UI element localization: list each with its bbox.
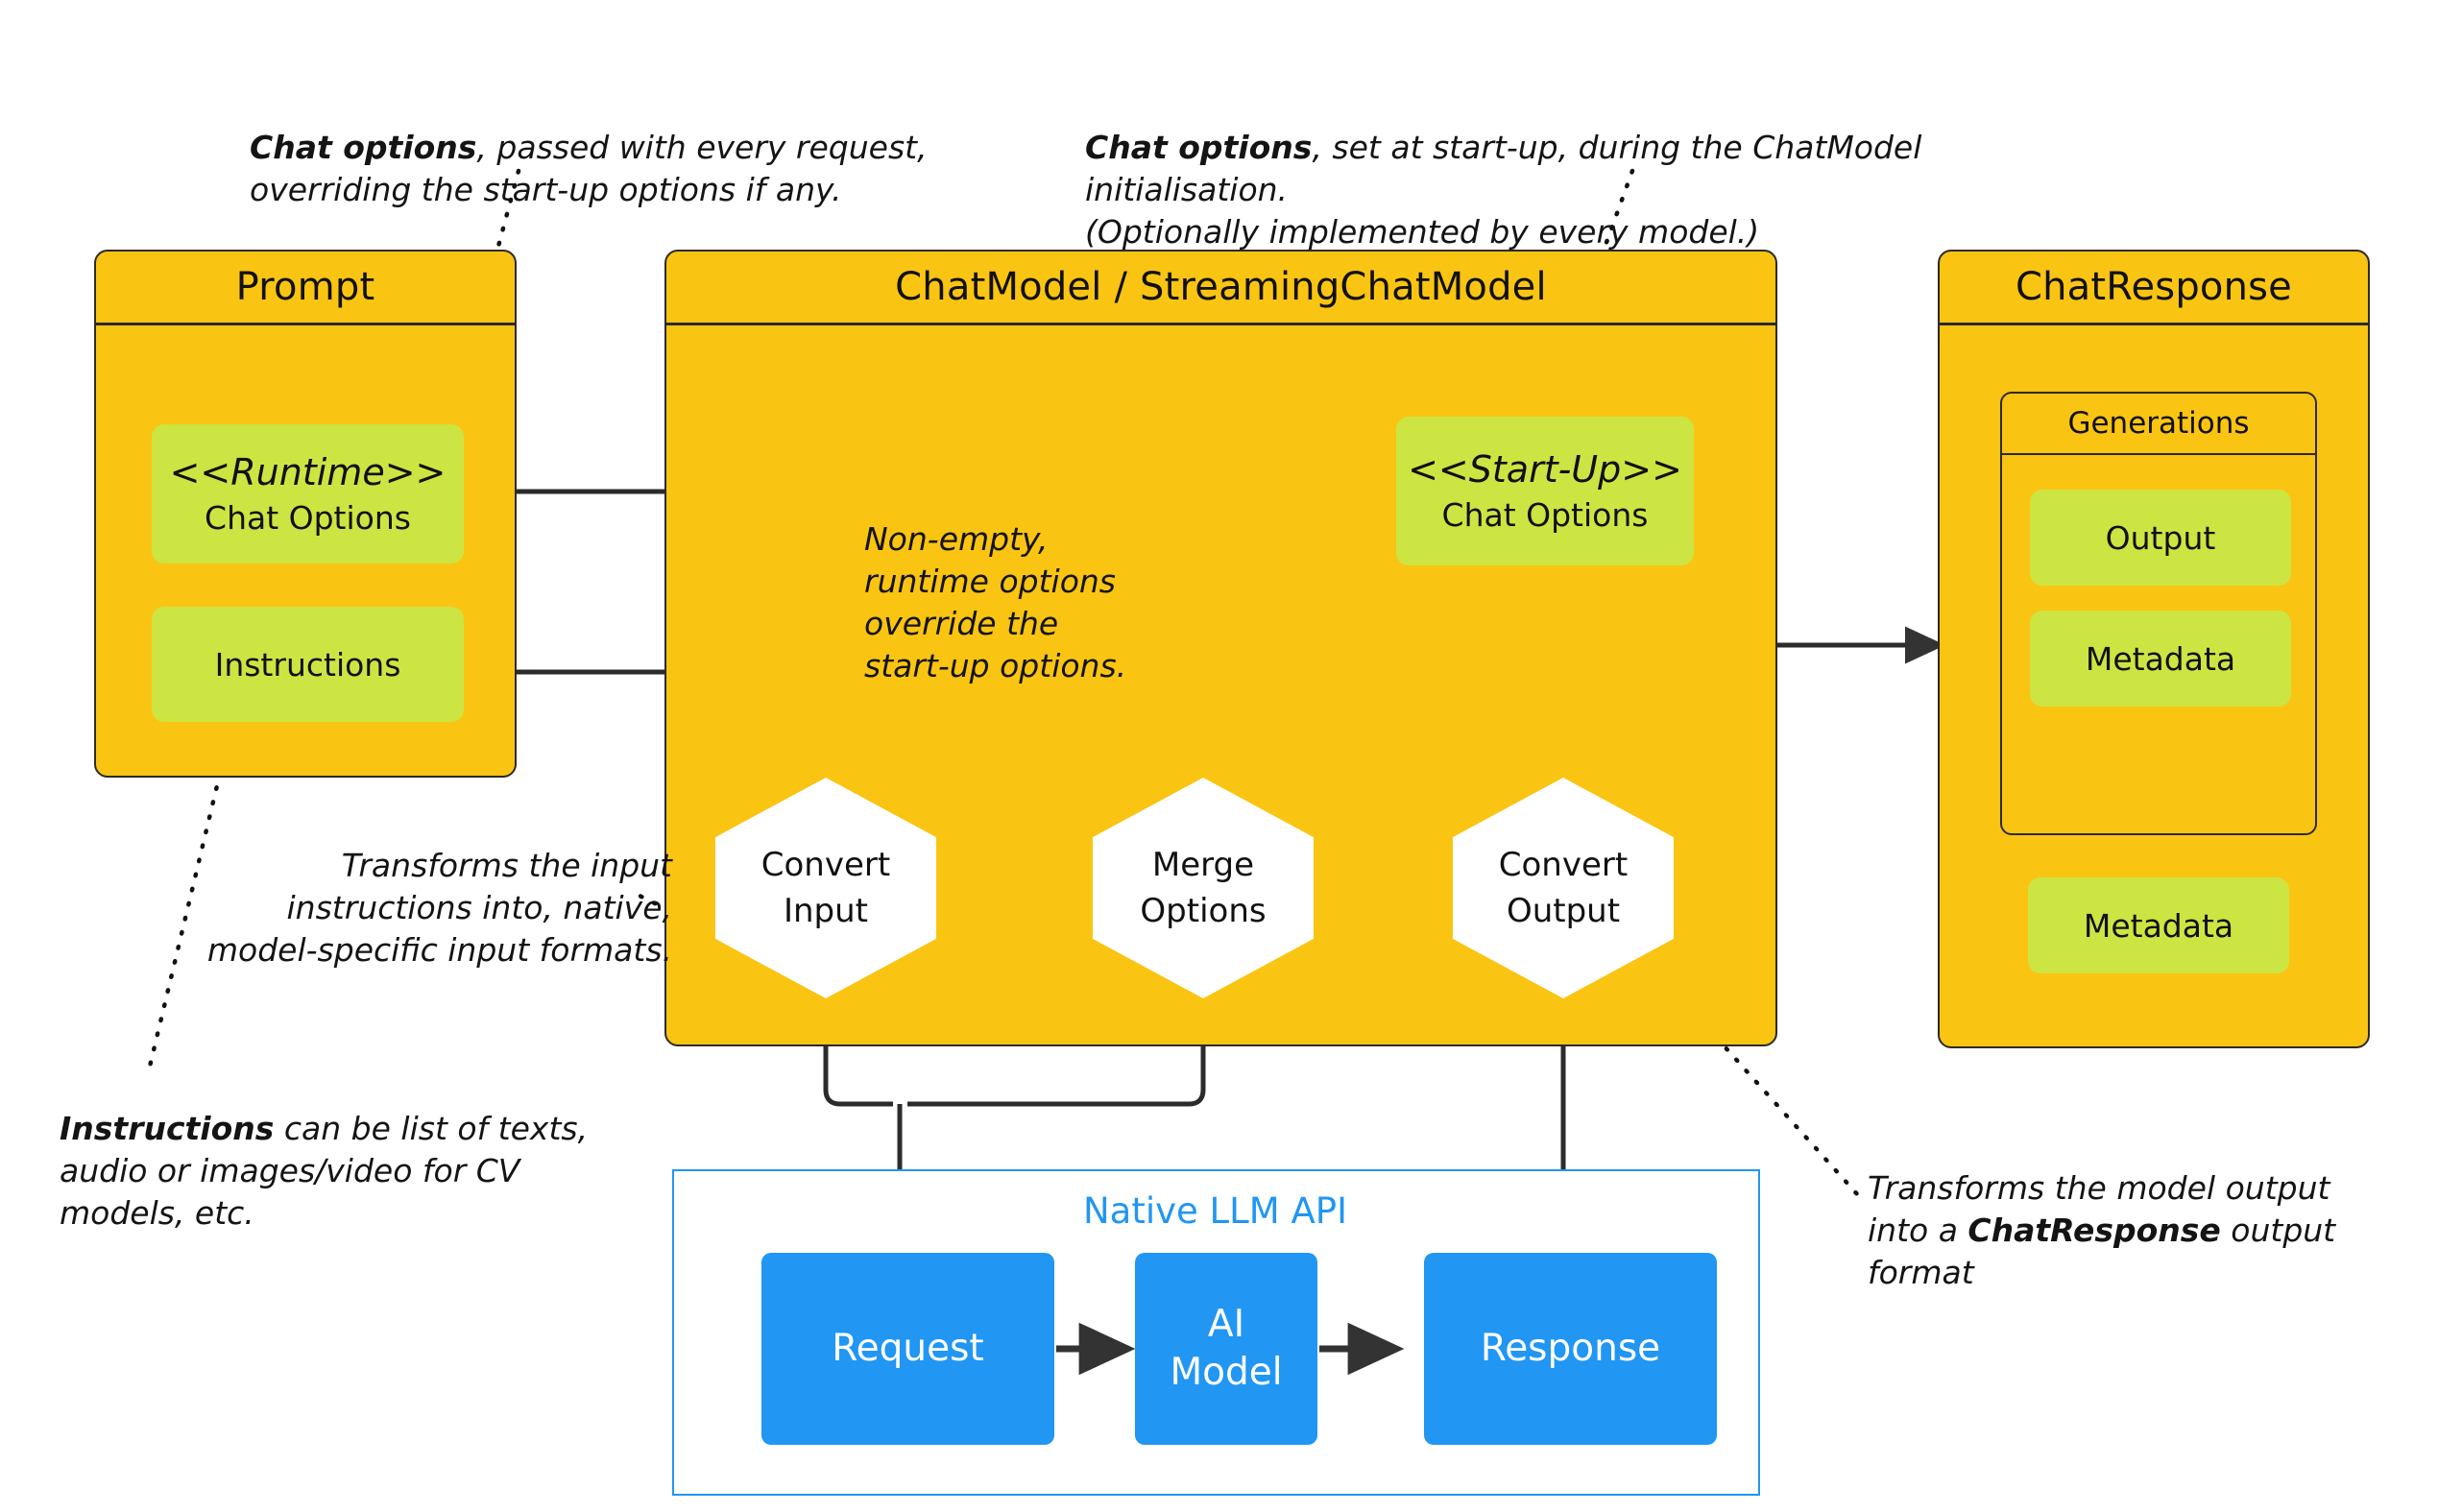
chatmodel-title: ChatModel / StreamingChatModel (895, 265, 1547, 309)
chatresponse-card[interactable]: ChatResponse Generations Output Metadata… (1938, 250, 2370, 1048)
startup-note-rest: , set at start-up, during the ChatModel … (1085, 128, 1922, 251)
chatresponse-metadata-label: Metadata (2083, 906, 2234, 945)
generations-title: Generations (2067, 406, 2250, 441)
instructions-note-rest: can be list of texts, audio or images/vi… (60, 1109, 589, 1232)
runtime-chat-options-note: Chat options, passed with every request,… (250, 84, 941, 211)
runtime-chip-label: Chat Options (205, 499, 411, 537)
runtime-chat-options-chip[interactable]: <<Runtime>> Chat Options (152, 424, 464, 564)
response-box[interactable]: Response (1424, 1253, 1717, 1445)
merge-options-note: Non-empty, runtime options override the … (864, 520, 1127, 684)
startup-note-bold: Chat options (1085, 128, 1313, 166)
generations-output-label: Output (2105, 518, 2216, 557)
chatresponse-title: ChatResponse (2016, 265, 2292, 309)
instructions-note: Instructions can be list of texts, audio… (60, 1066, 597, 1235)
instructions-note-bold: Instructions (60, 1109, 275, 1147)
convert-input-label: Convert Input (760, 845, 891, 930)
startup-stereotype: <<Start-Up>> (1408, 448, 1682, 491)
convert-output-note-pre: Transforms the model output into a (1868, 1168, 2330, 1249)
runtime-note-rest: , passed with every request, overriding … (250, 128, 928, 208)
instructions-chip-label: Instructions (214, 645, 401, 684)
convert-output-note: Transforms the model output into a ChatR… (1868, 1125, 2386, 1294)
instructions-chip[interactable]: Instructions (152, 607, 464, 722)
generations-header: Generations (2002, 394, 2315, 455)
request-box[interactable]: Request (761, 1253, 1054, 1445)
native-llm-api-title: Native LLM API (1083, 1190, 1348, 1232)
merge-options-hexagon[interactable]: Merge Options (1093, 778, 1314, 998)
convert-input-note: Transforms the input instructions into, … (206, 847, 672, 969)
ai-model-box[interactable]: AI Model (1135, 1253, 1317, 1445)
generations-output-chip[interactable]: Output (2030, 490, 2291, 586)
runtime-note-bold: Chat options (250, 128, 477, 166)
convert-output-note-post: output format (1868, 1211, 2336, 1291)
convert-input-hexagon[interactable]: Convert Input (715, 778, 936, 998)
generations-metadata-label: Metadata (2085, 639, 2236, 678)
merge-options-label: Merge Options (1140, 845, 1267, 930)
chatresponse-card-header: ChatResponse (1940, 252, 2368, 325)
startup-chat-options-chip[interactable]: <<Start-Up>> Chat Options (1396, 417, 1694, 565)
prompt-card[interactable]: Prompt <<Runtime>> Chat Options Instruct… (94, 250, 517, 778)
startup-chat-options-note: Chat options, set at start-up, during th… (1085, 84, 2112, 253)
chatmodel-card-header: ChatModel / StreamingChatModel (666, 252, 1775, 325)
convert-output-note-bold: ChatResponse (1967, 1211, 2221, 1249)
convert-output-hexagon[interactable]: Convert Output (1453, 778, 1674, 998)
runtime-stereotype: <<Runtime>> (169, 451, 447, 493)
convert-output-label: Convert Output (1498, 845, 1629, 930)
startup-chip-label: Chat Options (1441, 496, 1649, 534)
prompt-card-header: Prompt (96, 252, 515, 325)
generations-subbox[interactable]: Generations Output Metadata (2000, 392, 2317, 835)
generations-metadata-chip[interactable]: Metadata (2030, 611, 2291, 707)
prompt-title: Prompt (235, 265, 375, 309)
chatresponse-metadata-chip[interactable]: Metadata (2028, 877, 2289, 973)
